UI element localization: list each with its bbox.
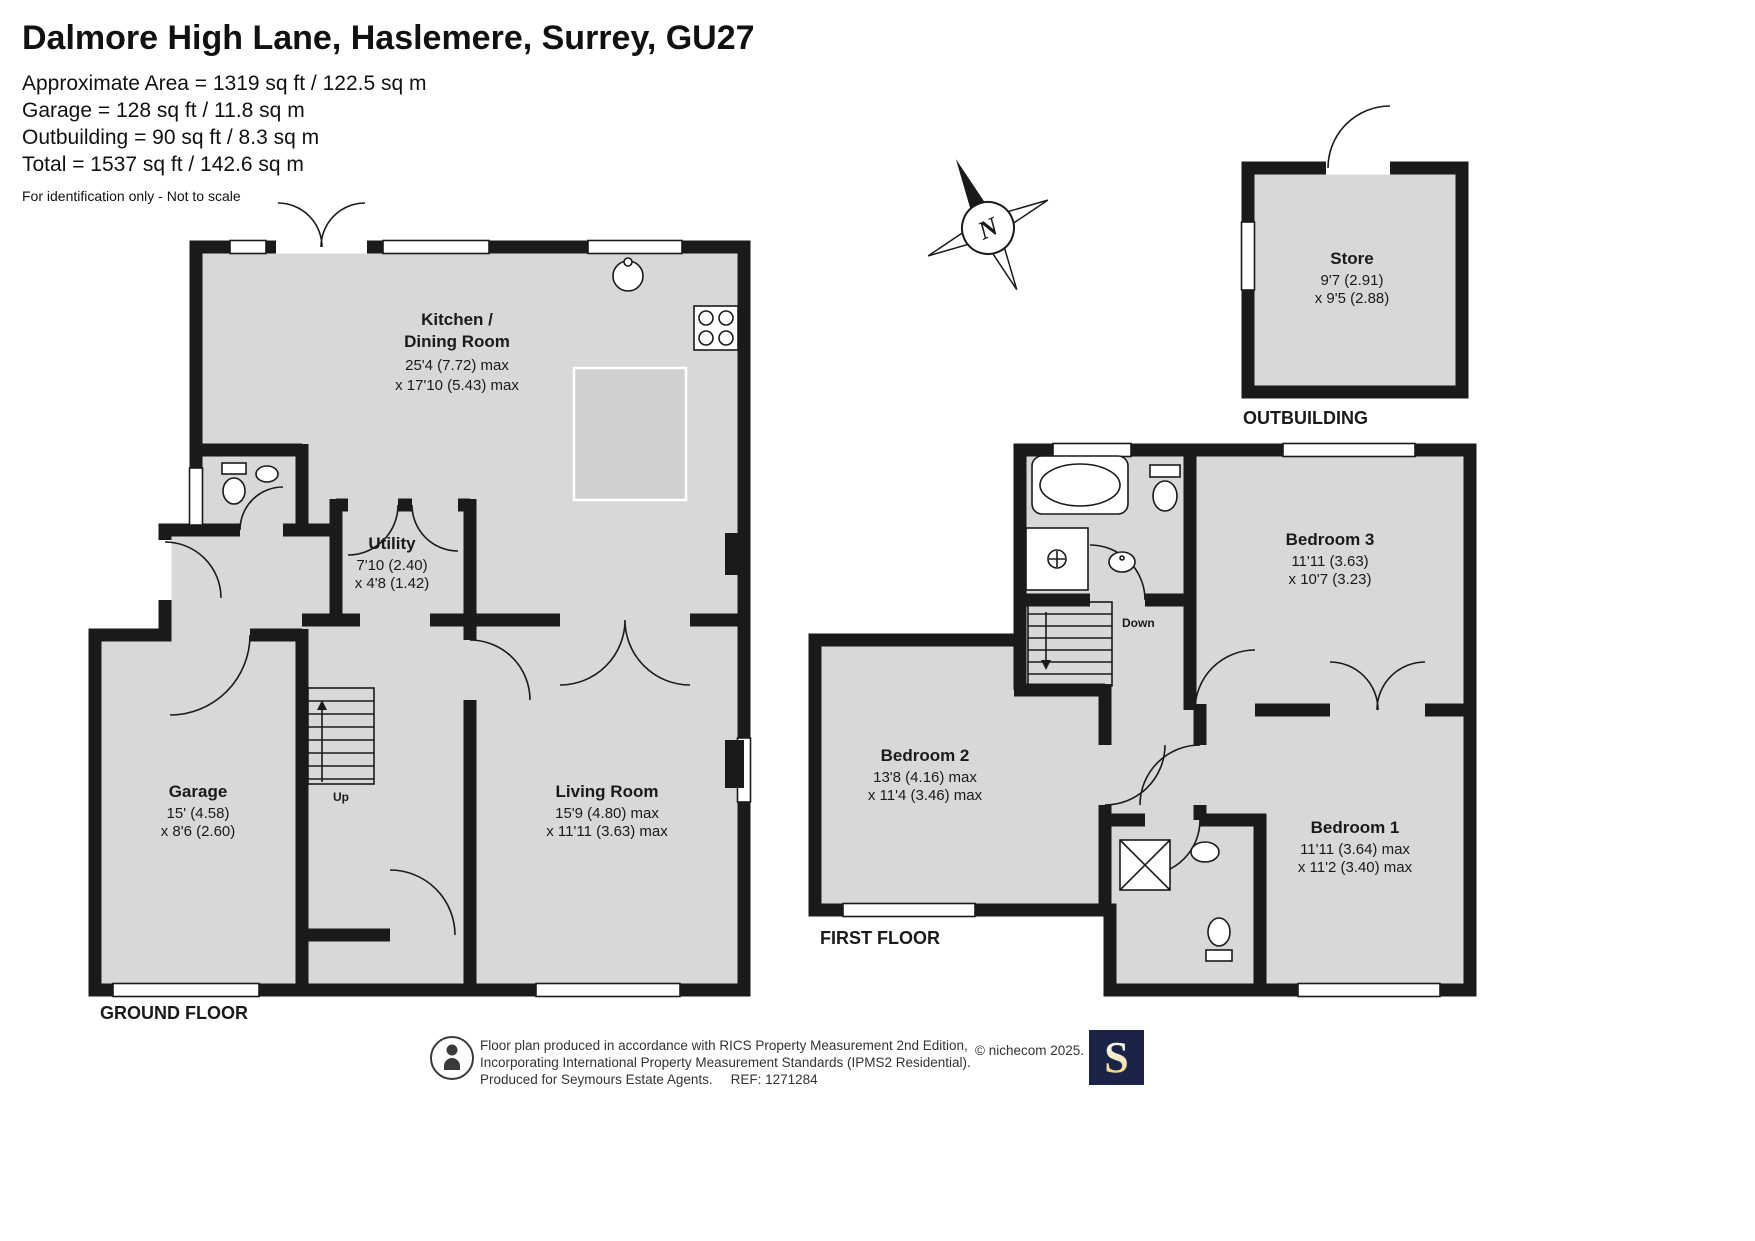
basin-bottom — [1190, 841, 1220, 863]
stairs-down — [1027, 601, 1113, 687]
ground-floor-label: GROUND FLOOR — [100, 1003, 248, 1023]
toilet — [1149, 464, 1181, 512]
ground-floor-plan: Kitchen / Dining Room 25'4 (7.72) max x … — [88, 202, 752, 1023]
stairs-up-arrow — [317, 700, 327, 710]
kitchen-island — [572, 366, 688, 502]
footer-line1: Floor plan produced in accordance with R… — [480, 1038, 968, 1053]
kitchen-label: Kitchen / — [421, 310, 493, 329]
bedroom2-dim-2: x 11'4 (3.46) max — [868, 787, 983, 804]
footer: Floor plan produced in accordance with R… — [480, 1037, 971, 1088]
window — [1282, 442, 1416, 458]
bedroom2-label: Bedroom 2 — [881, 746, 970, 765]
compass-rose: N — [927, 159, 1049, 291]
chimney-pier — [725, 533, 744, 575]
bedroom1-label: Bedroom 1 — [1311, 818, 1400, 837]
window — [1297, 982, 1441, 998]
rics-person-icon — [430, 1036, 474, 1080]
outbuilding-plan: Store 9'7 (2.91) x 9'5 (2.88) OUTBUILDIN… — [1240, 105, 1469, 428]
seymours-logo-background — [1089, 1030, 1144, 1085]
first-floor-windows — [842, 442, 1441, 998]
seymours-logo: S — [1089, 1030, 1144, 1085]
window — [382, 239, 490, 255]
outbuilding-walls — [1241, 161, 1469, 399]
store-label: Store — [1330, 249, 1373, 268]
window — [112, 982, 260, 998]
kitchen-label-2: Dining Room — [404, 332, 510, 351]
bedroom3-label: Bedroom 3 — [1286, 530, 1375, 549]
utility-dim-2: x 4'8 (1.42) — [355, 575, 430, 592]
hob — [693, 305, 739, 351]
garage-dim-1: 15' (4.58) — [167, 805, 230, 822]
kitchen-dim-1: 25'4 (7.72) max — [405, 357, 509, 374]
stairs-down-label: Down — [1122, 616, 1155, 630]
header: Dalmore High Lane, Haslemere, Surrey, GU… — [22, 18, 755, 204]
area-outbuilding: Outbuilding = 90 sq ft / 8.3 sq m — [22, 126, 320, 149]
disclaimer: For identification only - Not to scale — [22, 188, 241, 204]
window — [229, 239, 267, 255]
chimney-pier — [725, 740, 744, 788]
window — [1240, 221, 1256, 291]
store-footprint — [1248, 168, 1462, 392]
kitchen-sink — [612, 257, 644, 292]
outbuilding-label: OUTBUILDING — [1243, 408, 1368, 428]
store-dim-1: 9'7 (2.91) — [1321, 272, 1384, 289]
wc-toilet — [221, 462, 247, 505]
basin — [1108, 551, 1136, 573]
front-door-gap — [158, 540, 172, 600]
store-door-arc — [1327, 105, 1391, 169]
window — [587, 239, 683, 255]
stairs-up-label: Up — [333, 790, 349, 804]
garage-label: Garage — [169, 782, 228, 801]
stairs-up — [307, 687, 375, 785]
kitchen-dim-2: x 17'10 (5.43) max — [395, 377, 519, 394]
bathtub — [1031, 455, 1129, 515]
ground-floor-interior-walls — [165, 443, 744, 990]
footer-line2: Incorporating International Property Mea… — [480, 1055, 971, 1070]
toilet-bottom — [1205, 917, 1233, 962]
window — [1052, 442, 1132, 458]
first-floor-interior-walls — [1013, 444, 1476, 990]
page-title: Dalmore High Lane, Haslemere, Surrey, GU… — [22, 19, 755, 57]
first-floor-label: FIRST FLOOR — [820, 928, 940, 948]
first-floor-footprint — [815, 450, 1470, 990]
wc-basin — [255, 465, 279, 483]
area-total: Total = 1537 sq ft / 142.6 sq m — [22, 153, 304, 176]
footer-ref: REF: 1271284 — [730, 1072, 818, 1087]
seymours-logo-letter: S — [1104, 1033, 1128, 1082]
living-room-label: Living Room — [556, 782, 659, 801]
first-floor-plan: Bedroom 3 11'11 (3.63) x 10'7 (3.23) Bed… — [808, 442, 1477, 998]
bedroom1-dim-2: x 11'2 (3.40) max — [1298, 859, 1413, 876]
window — [188, 467, 204, 526]
garage-dim-2: x 8'6 (2.60) — [161, 823, 236, 840]
store-door-gap — [1326, 161, 1390, 175]
bedroom1-dim-1: 11'11 (3.64) max — [1300, 841, 1410, 858]
footer-line3: Produced for Seymours Estate Agents. REF:… — [480, 1071, 971, 1088]
compass-circle — [961, 201, 1015, 255]
bedroom2-dim-1: 13'8 (4.16) max — [873, 769, 977, 786]
ground-floor-windows — [112, 239, 752, 998]
shower-bottom — [1119, 839, 1171, 891]
utility-dim-1: 7'10 (2.40) — [356, 557, 427, 574]
door-arcs-ground — [164, 202, 691, 936]
footer-produced-for: Produced for Seymours Estate Agents. — [480, 1072, 713, 1087]
area-garage: Garage = 128 sq ft / 11.8 sq m — [22, 99, 305, 122]
window — [842, 902, 976, 918]
store-dim-2: x 9'5 (2.88) — [1315, 290, 1390, 307]
shower — [1025, 527, 1089, 591]
living-room-dim-1: 15'9 (4.80) max — [555, 805, 659, 822]
stairs-down-arrow — [1041, 660, 1051, 670]
bedroom3-dim-2: x 10'7 (3.23) — [1289, 571, 1372, 588]
copyright: © nichecom 2025. — [975, 1043, 1085, 1058]
window — [535, 982, 681, 998]
utility-label: Utility — [368, 534, 416, 553]
bedroom3-dim-1: 11'11 (3.63) — [1291, 553, 1368, 570]
living-room-dim-2: x 11'11 (3.63) max — [546, 823, 668, 840]
area-approximate: Approximate Area = 1319 sq ft / 122.5 sq… — [22, 72, 427, 95]
